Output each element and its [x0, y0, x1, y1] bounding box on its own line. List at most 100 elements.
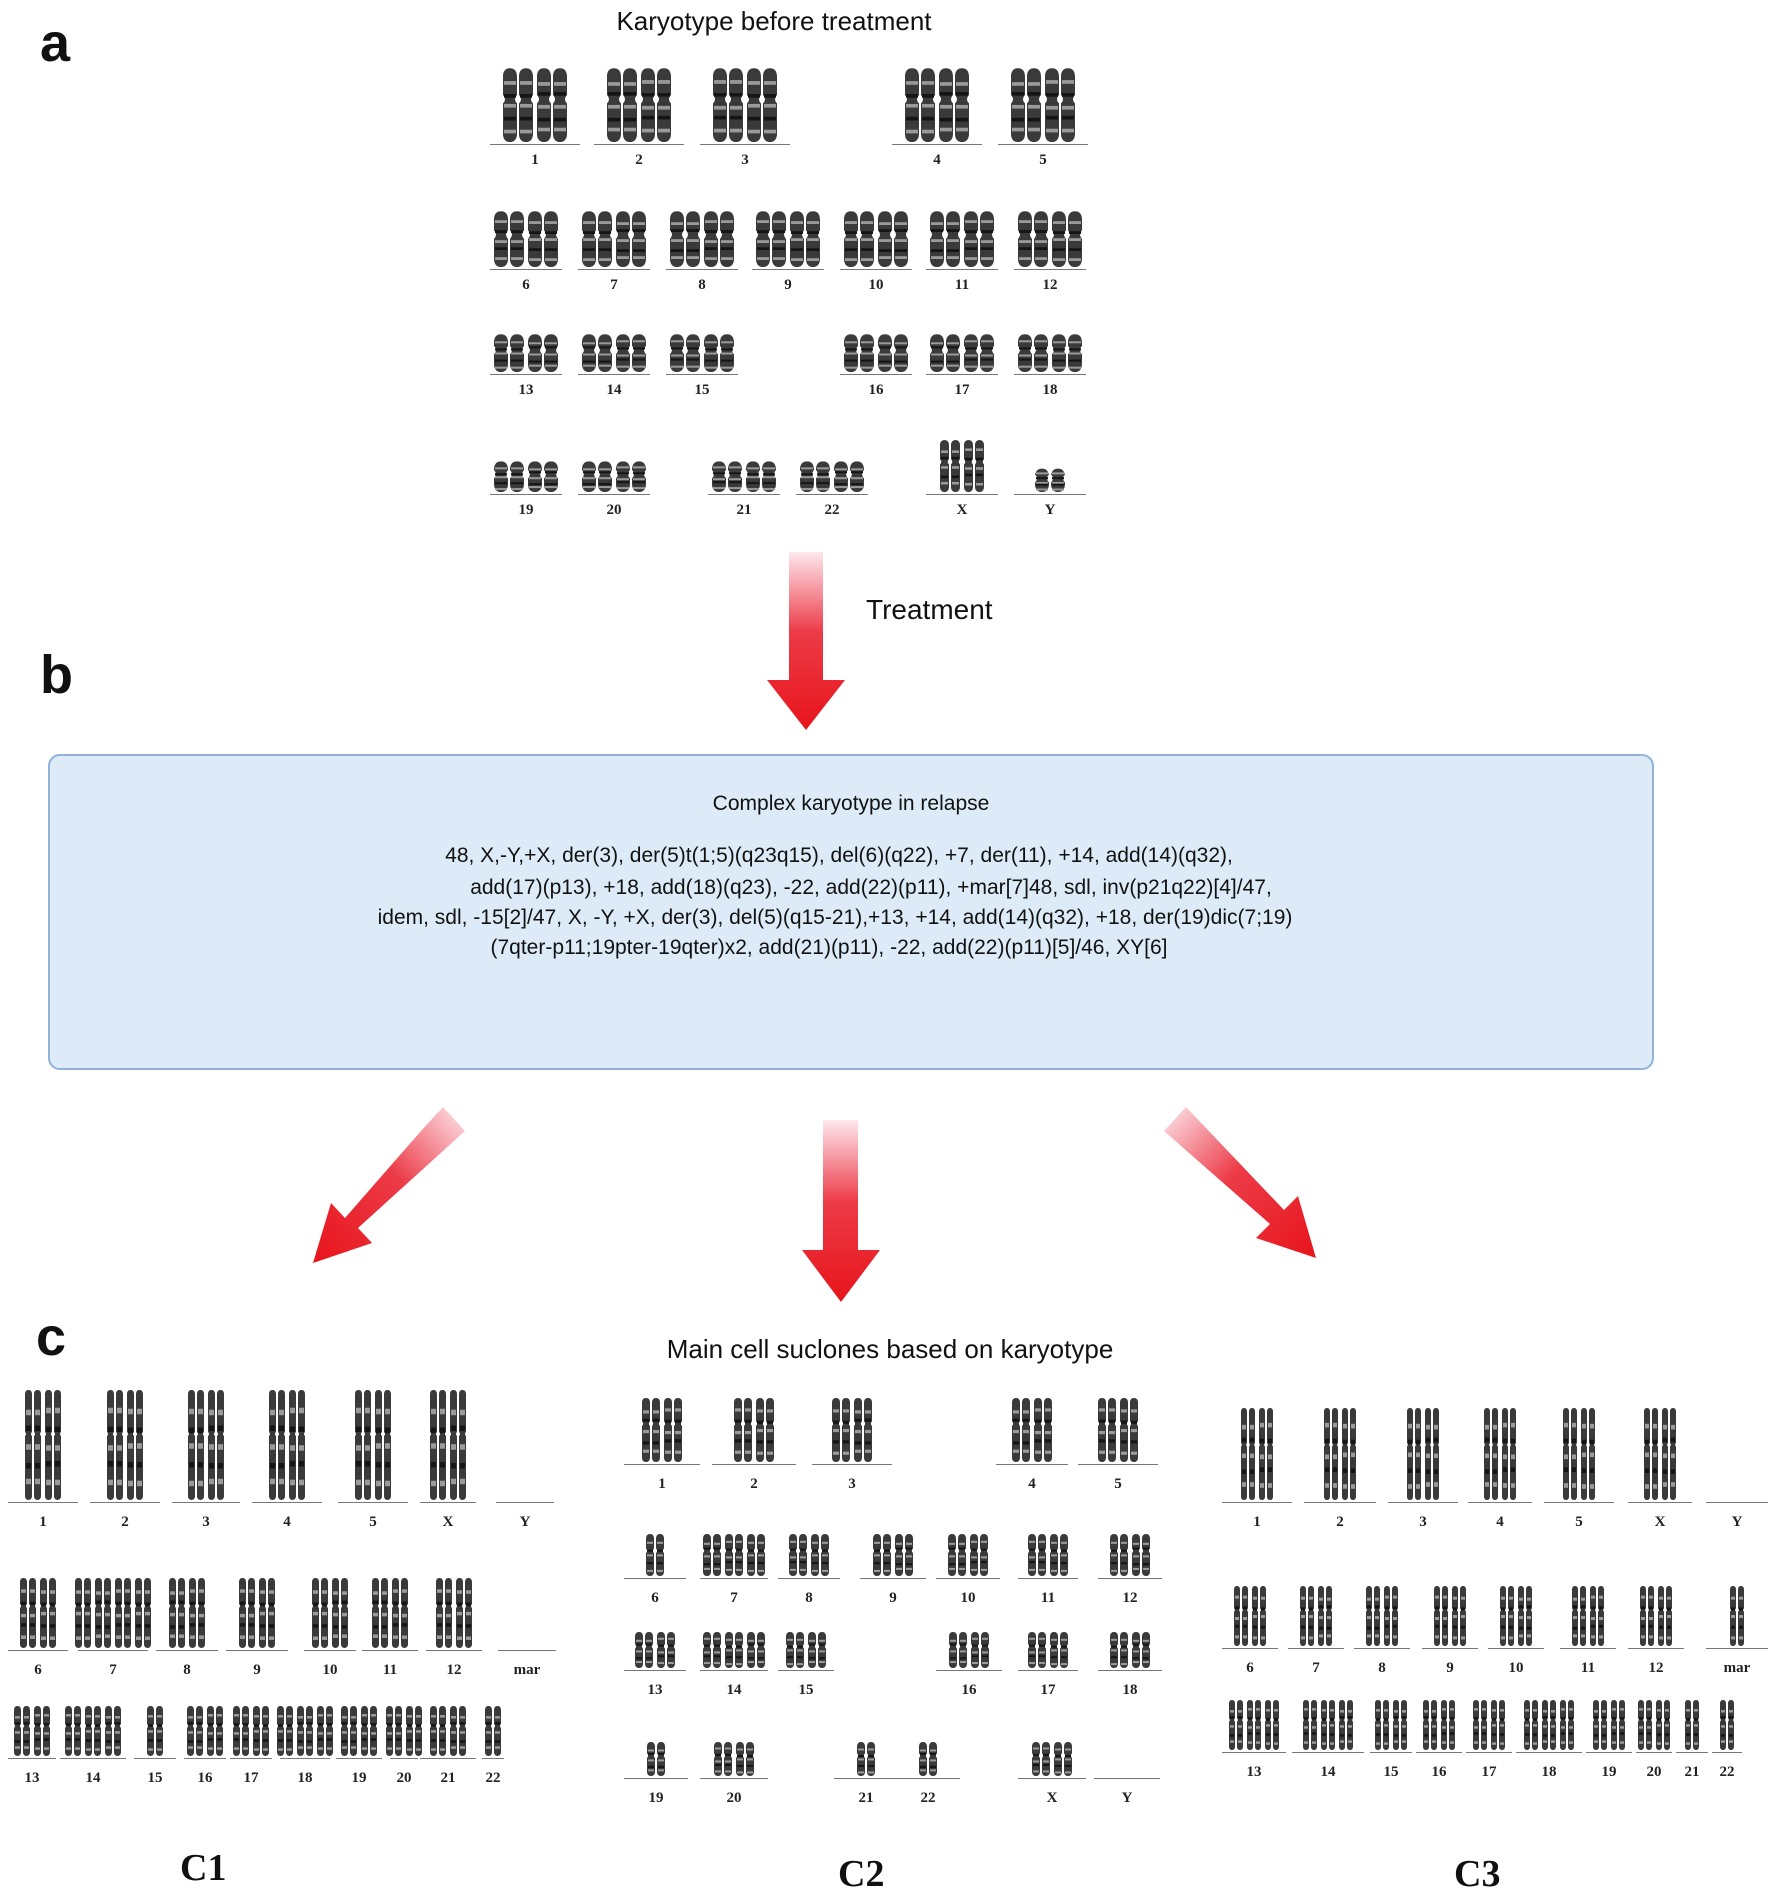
chromosome-y-shape	[1035, 468, 1065, 492]
chromosome-4-shape	[905, 68, 969, 142]
chromosome-8: 8	[1354, 1586, 1410, 1682]
chromosome-5: 5	[1544, 1408, 1614, 1536]
chromosome-11-shape	[372, 1578, 408, 1648]
chromosome-13: 13	[8, 1706, 56, 1792]
chromosome-label: 4	[283, 1514, 291, 1530]
chromosome-label: 5	[1114, 1476, 1122, 1492]
chromosome-label: 13	[1246, 1764, 1262, 1780]
chromosome-21: 21	[708, 458, 780, 524]
chromosome-baseline	[1706, 1648, 1768, 1649]
chromosome-label: 9	[1446, 1660, 1454, 1676]
chromosome-y-shape	[496, 1390, 554, 1500]
chromosome-8: 8	[778, 1534, 840, 1612]
chromosome-22: 22	[796, 458, 868, 524]
karyotype-line-2: add(17)(p13), +18, add(18)(q23), -22, ad…	[470, 876, 1272, 899]
chromosome-2-shape	[734, 1398, 774, 1462]
chromosome-3: 3	[1388, 1408, 1458, 1536]
chromosome-2: 2	[594, 60, 684, 174]
chromosome-baseline	[1304, 1502, 1376, 1503]
chromosome-label: 7	[1312, 1660, 1320, 1676]
chromosome-6: 6	[1222, 1586, 1278, 1682]
chromosome-10-shape	[312, 1578, 348, 1648]
chromosome-label: 6	[34, 1662, 42, 1678]
chromosome-baseline	[578, 494, 650, 495]
chromosome-label: 3	[202, 1514, 210, 1530]
chromosome-5-shape	[1098, 1398, 1138, 1462]
chromosome-baseline	[624, 1670, 686, 1671]
chromosome-4-shape	[1484, 1408, 1516, 1500]
chromosome-label: 14	[726, 1682, 742, 1698]
chromosome-1: 1	[490, 60, 580, 174]
chromosome-label: 10	[1508, 1660, 1524, 1676]
chromosome-3: 3	[700, 60, 790, 174]
chromosome-5-shape	[1563, 1408, 1595, 1500]
chromosome-15: 15	[778, 1632, 834, 1704]
chromosome-baseline	[840, 374, 912, 375]
chromosome-label: 16	[868, 382, 884, 398]
chromosome-2-shape	[107, 1390, 143, 1500]
chromosome-baseline	[624, 1578, 686, 1579]
chromosome-17-shape	[233, 1706, 269, 1756]
chromosome-11-shape	[1028, 1534, 1068, 1576]
chromosome-baseline	[338, 1502, 408, 1503]
chromosome-7: 7	[1288, 1586, 1344, 1682]
chromosome-18: 18	[277, 1706, 333, 1792]
chromosome-16: 16	[184, 1706, 226, 1792]
chromosome-8-shape	[169, 1578, 205, 1648]
chromosome-11-shape	[1572, 1586, 1604, 1646]
chromosome-label: 22	[920, 1790, 936, 1806]
chromosome-baseline	[1422, 1648, 1478, 1649]
chromosome-2: 2	[90, 1390, 160, 1536]
chromosome-17: 17	[230, 1706, 272, 1792]
chromosome-x: X	[926, 440, 998, 524]
chromosome-baseline	[578, 374, 650, 375]
chromosome-baseline	[1706, 1502, 1768, 1503]
chromosome-20-shape	[714, 1742, 754, 1776]
chromosome-label: 18	[1122, 1682, 1138, 1698]
chromosome-label: 5	[1575, 1514, 1583, 1530]
chromosome-baseline	[752, 269, 824, 270]
chromosome-baseline	[1288, 1648, 1344, 1649]
chromosome-10: 10	[840, 205, 912, 299]
chromosome-16-shape	[1423, 1700, 1455, 1750]
chromosome-1-shape	[1241, 1408, 1273, 1500]
chromosome-baseline	[490, 374, 562, 375]
chromosome-15-shape	[1375, 1700, 1407, 1750]
chromosome-baseline	[1018, 1670, 1078, 1671]
chromosome-12: 12	[1628, 1586, 1684, 1682]
chromosome-label: 10	[322, 1662, 338, 1678]
chromosome-baseline	[624, 1464, 700, 1465]
chromosome-12-shape	[436, 1578, 472, 1648]
chromosome-2-shape	[607, 68, 671, 142]
panel-a-title: Karyotype before treatment	[616, 6, 932, 36]
chromosome-label: 18	[1541, 1764, 1557, 1780]
chromosome-7: 7	[700, 1534, 768, 1612]
chromosome-4: 4	[252, 1390, 322, 1536]
chromosome-mar-shape	[498, 1578, 556, 1648]
chromosome-15-shape	[147, 1706, 163, 1756]
chromosome-22-shape	[919, 1742, 937, 1776]
chromosome-label: 12	[1122, 1590, 1138, 1606]
panel-c-title: Main cell suclones based on karyotype	[666, 1334, 1114, 1364]
chromosome-4-shape	[269, 1390, 305, 1500]
chromosome-label: 22	[1719, 1764, 1735, 1780]
chromosome-baseline	[482, 1758, 504, 1759]
chromosome-15: 15	[134, 1706, 176, 1792]
chromosome-baseline	[1388, 1502, 1458, 1503]
chromosome-21-shape	[430, 1706, 466, 1756]
chromosome-9: 9	[860, 1534, 926, 1612]
chromosome-label: 2	[1336, 1514, 1344, 1530]
chromosome-baseline	[1222, 1502, 1292, 1503]
chromosome-label: 15	[147, 1770, 163, 1786]
chromosome-baseline	[420, 1502, 476, 1503]
chromosome-22: 22	[482, 1706, 504, 1792]
chromosome-8: 8	[666, 205, 738, 299]
chromosome-5: 5	[998, 60, 1088, 174]
chromosome-label: 1	[1253, 1514, 1261, 1530]
chromosome-y: Y	[1706, 1408, 1768, 1536]
chromosome-20: 20	[578, 458, 650, 524]
chromosome-baseline	[796, 494, 868, 495]
chromosome-20: 20	[1636, 1700, 1672, 1786]
chromosome-13-shape	[494, 334, 558, 372]
chromosome-3-shape	[713, 68, 777, 142]
